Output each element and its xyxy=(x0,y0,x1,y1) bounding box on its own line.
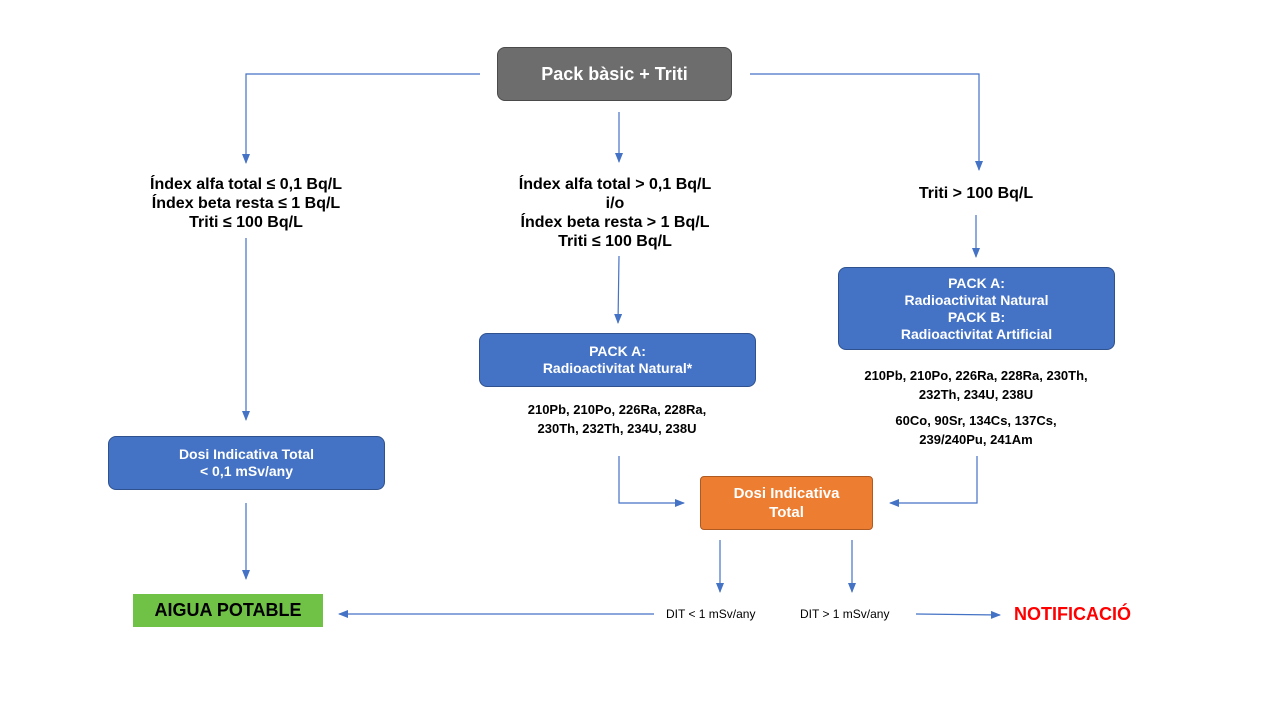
left-dose-label-2: < 0,1 mSv/any xyxy=(199,463,293,479)
middle-isotopes-line-2: 230Th, 232Th, 234U, 238U xyxy=(537,421,697,436)
right-isotopes-artificial-line-1: 60Co, 90Sr, 134Cs, 137Cs, xyxy=(895,413,1057,428)
middle-condition-alpha: Índex alfa total > 0,1 Bq/L xyxy=(518,176,712,193)
pack-basic-triti-label: Pack bàsic + Triti xyxy=(541,63,688,84)
pack-b-label: PACK B: xyxy=(947,308,1006,325)
right-isotopes-natural-line-1: 210Pb, 210Po, 226Ra, 228Ra, 230Th, xyxy=(864,368,1088,383)
right-isotopes-natural-line-2: 232Th, 234U, 238U xyxy=(918,387,1034,402)
left-condition-triti: Triti ≤ 100 Bq/L xyxy=(189,214,303,231)
arrow-middle-to-pack-a xyxy=(614,255,623,324)
dit-high-label: DIT > 1 mSv/any xyxy=(800,607,890,621)
right-isotopes-natural-text: 210Pb, 210Po, 226Ra, 228Ra, 230Th, 232Th… xyxy=(826,366,1126,404)
arrow-top-to-left xyxy=(242,73,480,164)
middle-condition-text: Índex alfa total > 0,1 Bq/L i/o Índex be… xyxy=(465,175,765,251)
pack-a-natural-label: Radioactivitat Natural* xyxy=(542,360,693,376)
left-dose-label-1: Dosi Indicativa Total xyxy=(178,446,315,462)
pack-a-natural-box: PACK A: Radioactivitat Natural* xyxy=(479,333,756,387)
dit-low-label: DIT < 1 mSv/any xyxy=(666,607,756,621)
middle-condition-beta: Índex beta resta > 1 Bq/L xyxy=(520,214,710,231)
arrow-to-notification xyxy=(915,610,1001,619)
pack-a-label: PACK A: xyxy=(589,343,646,359)
dose-total-label-1: Dosi Indicativa xyxy=(733,485,840,502)
pack-b-artificial-label: Radioactivitat Artificial xyxy=(900,325,1053,342)
middle-condition-or: i/o xyxy=(605,195,625,212)
notification-label: NOTIFICACIÓ xyxy=(1014,604,1131,624)
right-isotopes-artificial-line-2: 239/240Pu, 241Am xyxy=(919,432,1033,447)
right-isotopes-artificial-text: 60Co, 90Sr, 134Cs, 137Cs, 239/240Pu, 241… xyxy=(826,411,1126,449)
middle-condition-triti: Triti ≤ 100 Bq/L xyxy=(558,233,672,250)
middle-isotopes-line-1: 210Pb, 210Po, 226Ra, 228Ra, xyxy=(527,402,707,417)
pack-a-label-right: PACK A: xyxy=(948,274,1005,291)
arrow-middle-to-dit xyxy=(618,456,685,507)
arrow-right-to-dit xyxy=(889,456,978,507)
right-condition-triti: Triti > 100 Bq/L xyxy=(918,185,1034,202)
middle-isotopes-text: 210Pb, 210Po, 226Ra, 228Ra, 230Th, 232Th… xyxy=(467,400,767,438)
left-dose-box: Dosi Indicativa Total < 0,1 mSv/any xyxy=(108,436,385,490)
pack-a-b-box: PACK A: Radioactivitat Natural PACK B: R… xyxy=(838,267,1115,350)
left-condition-text: Índex alfa total ≤ 0,1 Bq/L Índex beta r… xyxy=(106,175,386,232)
pack-a-natural-label-right: Radioactivitat Natural xyxy=(904,291,1049,308)
left-condition-beta: Índex beta resta ≤ 1 Bq/L xyxy=(151,195,341,212)
right-condition-text: Triti > 100 Bq/L xyxy=(876,184,1076,203)
pack-basic-triti-box: Pack bàsic + Triti xyxy=(497,47,732,101)
dose-total-label-2: Total xyxy=(769,504,804,521)
dose-total-box: Dosi Indicativa Total xyxy=(700,476,873,530)
potable-water-label: AIGUA POTABLE xyxy=(154,600,302,620)
left-condition-alpha: Índex alfa total ≤ 0,1 Bq/L xyxy=(150,176,342,193)
arrow-top-to-right xyxy=(750,73,983,171)
potable-water-box: AIGUA POTABLE xyxy=(133,594,323,627)
